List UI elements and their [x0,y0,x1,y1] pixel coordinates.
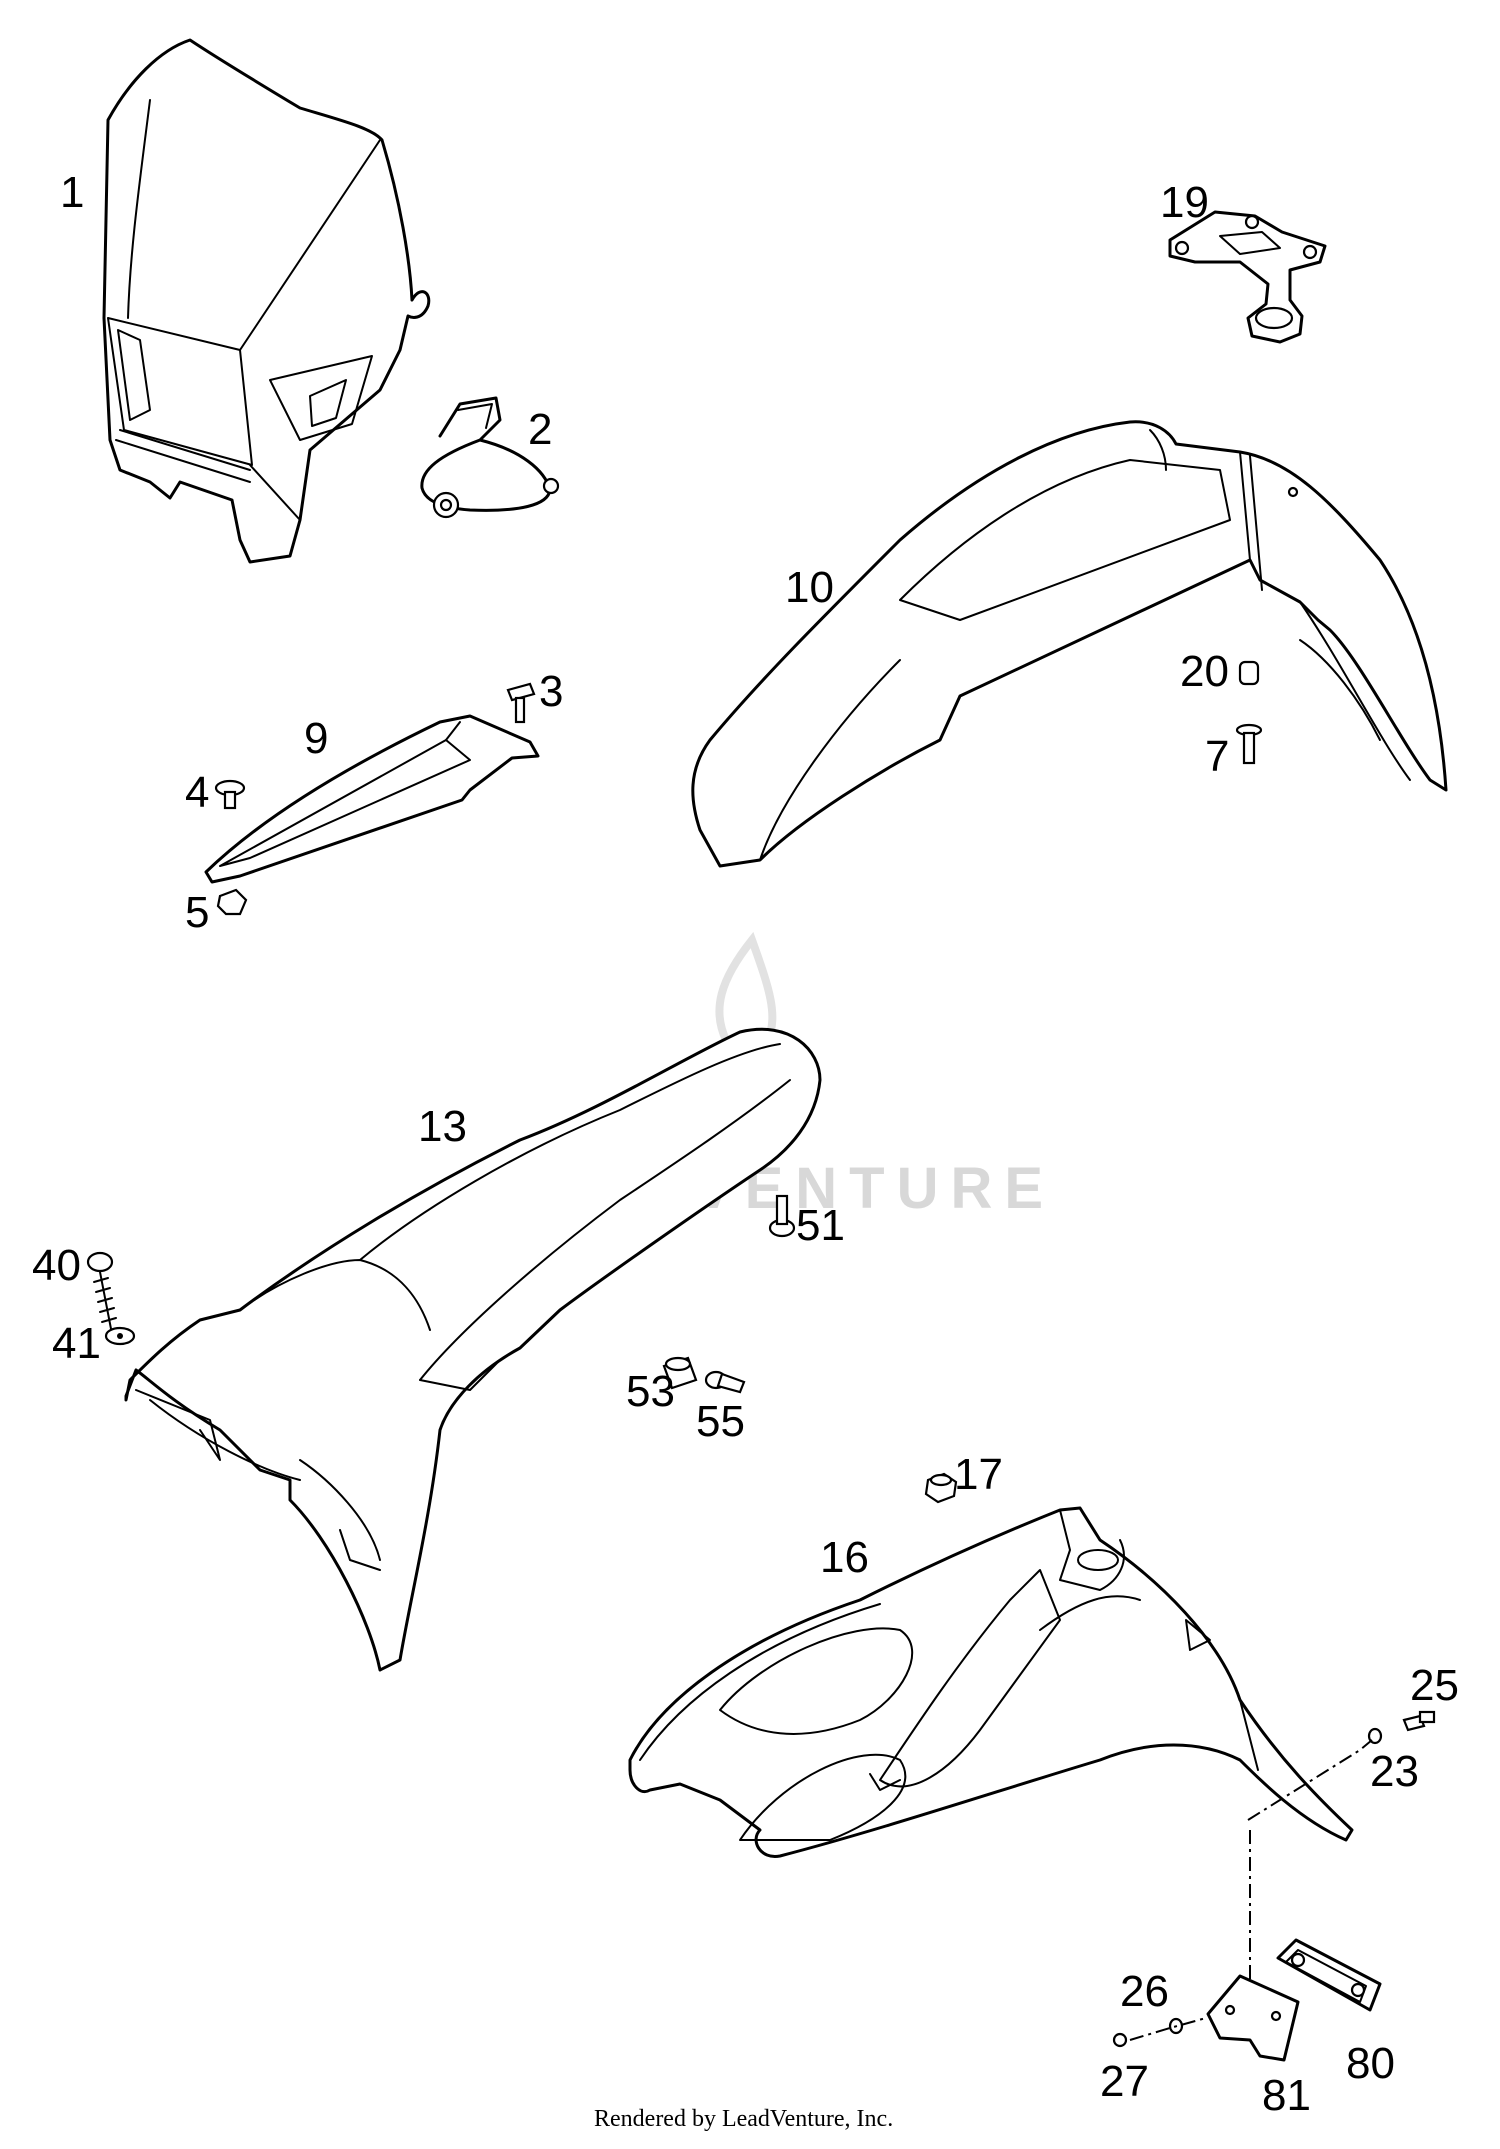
callout-80[interactable]: 80 [1346,2039,1395,2088]
callout-20[interactable]: 20 [1180,647,1229,696]
hardware-bolt-4[interactable] [214,779,246,810]
callout-17[interactable]: 17 [954,1450,1003,1499]
hardware-washer-23[interactable] [1367,1727,1383,1745]
hardware-screw-55[interactable] [704,1370,746,1394]
hardware-screw-40[interactable] [86,1251,117,1335]
part-reflector-80[interactable] [1276,1938,1382,2012]
callout-13[interactable]: 13 [418,1102,467,1151]
callout-5[interactable]: 5 [185,888,209,937]
callout-51[interactable]: 51 [796,1201,845,1250]
part-fender-variant[interactable] [628,1506,1354,1858]
callout-7[interactable]: 7 [1205,732,1229,781]
assembly-lines [1129,1739,1373,2041]
callout-40[interactable]: 40 [32,1241,81,1290]
footer-credit: Rendered by LeadVenture, Inc. [594,2106,893,2132]
part-rear-fender[interactable] [124,1027,822,1672]
callout-81[interactable]: 81 [1262,2071,1311,2120]
hardware-grommet-53[interactable] [662,1356,698,1390]
callout-41[interactable]: 41 [52,1319,101,1368]
hardware-screw-7[interactable] [1235,723,1263,765]
hardware-nut-5[interactable] [216,888,248,916]
part-plate-81[interactable] [1206,1974,1300,2062]
callout-2[interactable]: 2 [528,405,552,454]
callout-53[interactable]: 53 [626,1367,675,1416]
hardware-washer-41[interactable] [104,1326,136,1346]
part-bracket[interactable] [1168,210,1327,344]
hardware-screw-3[interactable] [506,682,536,724]
callout-55[interactable]: 55 [696,1397,745,1446]
hardware-screw-25[interactable] [1402,1710,1436,1732]
part-headlight-mask[interactable] [102,38,431,564]
callout-27[interactable]: 27 [1100,2057,1149,2106]
callout-labels: 1 2 3 4 5 7 9 10 13 16 17 19 20 23 25 26… [32,168,1459,2120]
part-clamp[interactable] [420,396,560,519]
callout-3[interactable]: 3 [539,667,563,716]
callout-10[interactable]: 10 [785,563,834,612]
callout-26[interactable]: 26 [1120,1967,1169,2016]
hardware-nut-27[interactable] [1112,2032,1128,2048]
callout-23[interactable]: 23 [1370,1747,1419,1796]
hardware-nut-20[interactable] [1238,660,1260,686]
hardware-nut-17[interactable] [924,1472,958,1504]
callout-16[interactable]: 16 [820,1533,869,1582]
callout-4[interactable]: 4 [185,768,209,817]
callout-19[interactable]: 19 [1160,178,1209,227]
part-front-fender[interactable] [691,420,1448,868]
callout-1[interactable]: 1 [60,168,84,217]
hardware-screw-51[interactable] [768,1194,796,1238]
part-side-cover[interactable] [204,714,540,884]
callout-25[interactable]: 25 [1410,1661,1459,1710]
callout-9[interactable]: 9 [304,714,328,763]
